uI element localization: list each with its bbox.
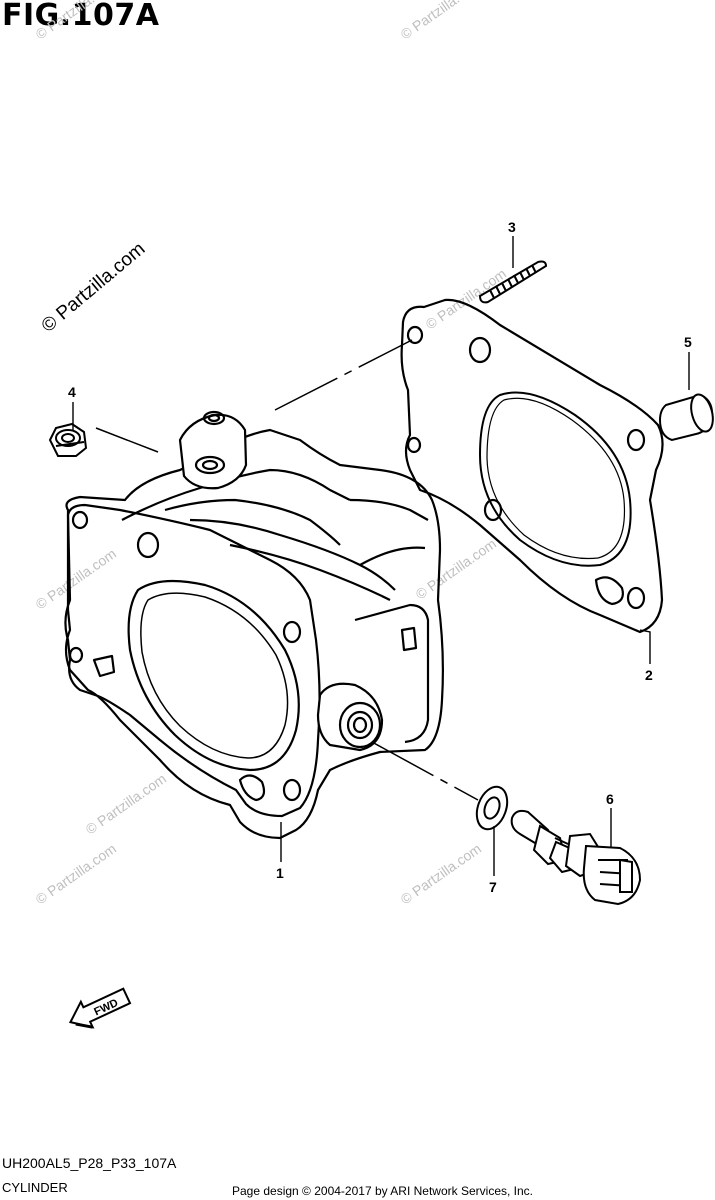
partzilla-watermark: © Partzilla.com [38, 238, 150, 336]
faint-watermark: © Partzilla.com [33, 545, 119, 612]
callout-1: 1 [276, 865, 284, 881]
fwd-arrow-icon: FWD [68, 987, 132, 1029]
leader-lines [72, 236, 690, 876]
callout-4: 4 [68, 384, 76, 400]
callout-5: 5 [684, 334, 692, 350]
callout-6: 6 [606, 791, 614, 807]
faint-watermark: © Partzilla.com [33, 840, 119, 907]
part-7-washer [475, 785, 509, 831]
callout-7: 7 [489, 879, 497, 895]
figure-code: UH200AL5_P28_P33_107A [2, 1155, 177, 1171]
callout-2: 2 [645, 667, 653, 683]
part-5-dowel-pin [658, 393, 714, 442]
faint-watermark: © Partzilla.com [83, 770, 169, 837]
faint-watermarks: © Partzilla.com © Partzilla.com © Partzi… [33, 0, 509, 907]
section-name: CYLINDER [2, 1180, 68, 1195]
callouts: 1 2 3 4 5 6 7 [68, 219, 692, 895]
part-6-sensor [510, 809, 642, 906]
part-2-gasket [400, 298, 664, 634]
faint-watermark: © Partzilla.com [33, 0, 119, 42]
faint-watermark: © Partzilla.com [398, 0, 484, 42]
part-3-stud-bolt [478, 260, 548, 304]
assembly-lines [95, 339, 479, 801]
faint-watermark: © Partzilla.com [413, 535, 499, 602]
page-credit: Page design © 2004-2017 by ARI Network S… [232, 1184, 534, 1198]
faint-watermark: © Partzilla.com [398, 840, 484, 907]
figure-title: FIG.107A [2, 0, 160, 33]
part-1-cylinder [64, 410, 444, 840]
part-4-nut [48, 422, 88, 457]
callout-3: 3 [508, 219, 516, 235]
